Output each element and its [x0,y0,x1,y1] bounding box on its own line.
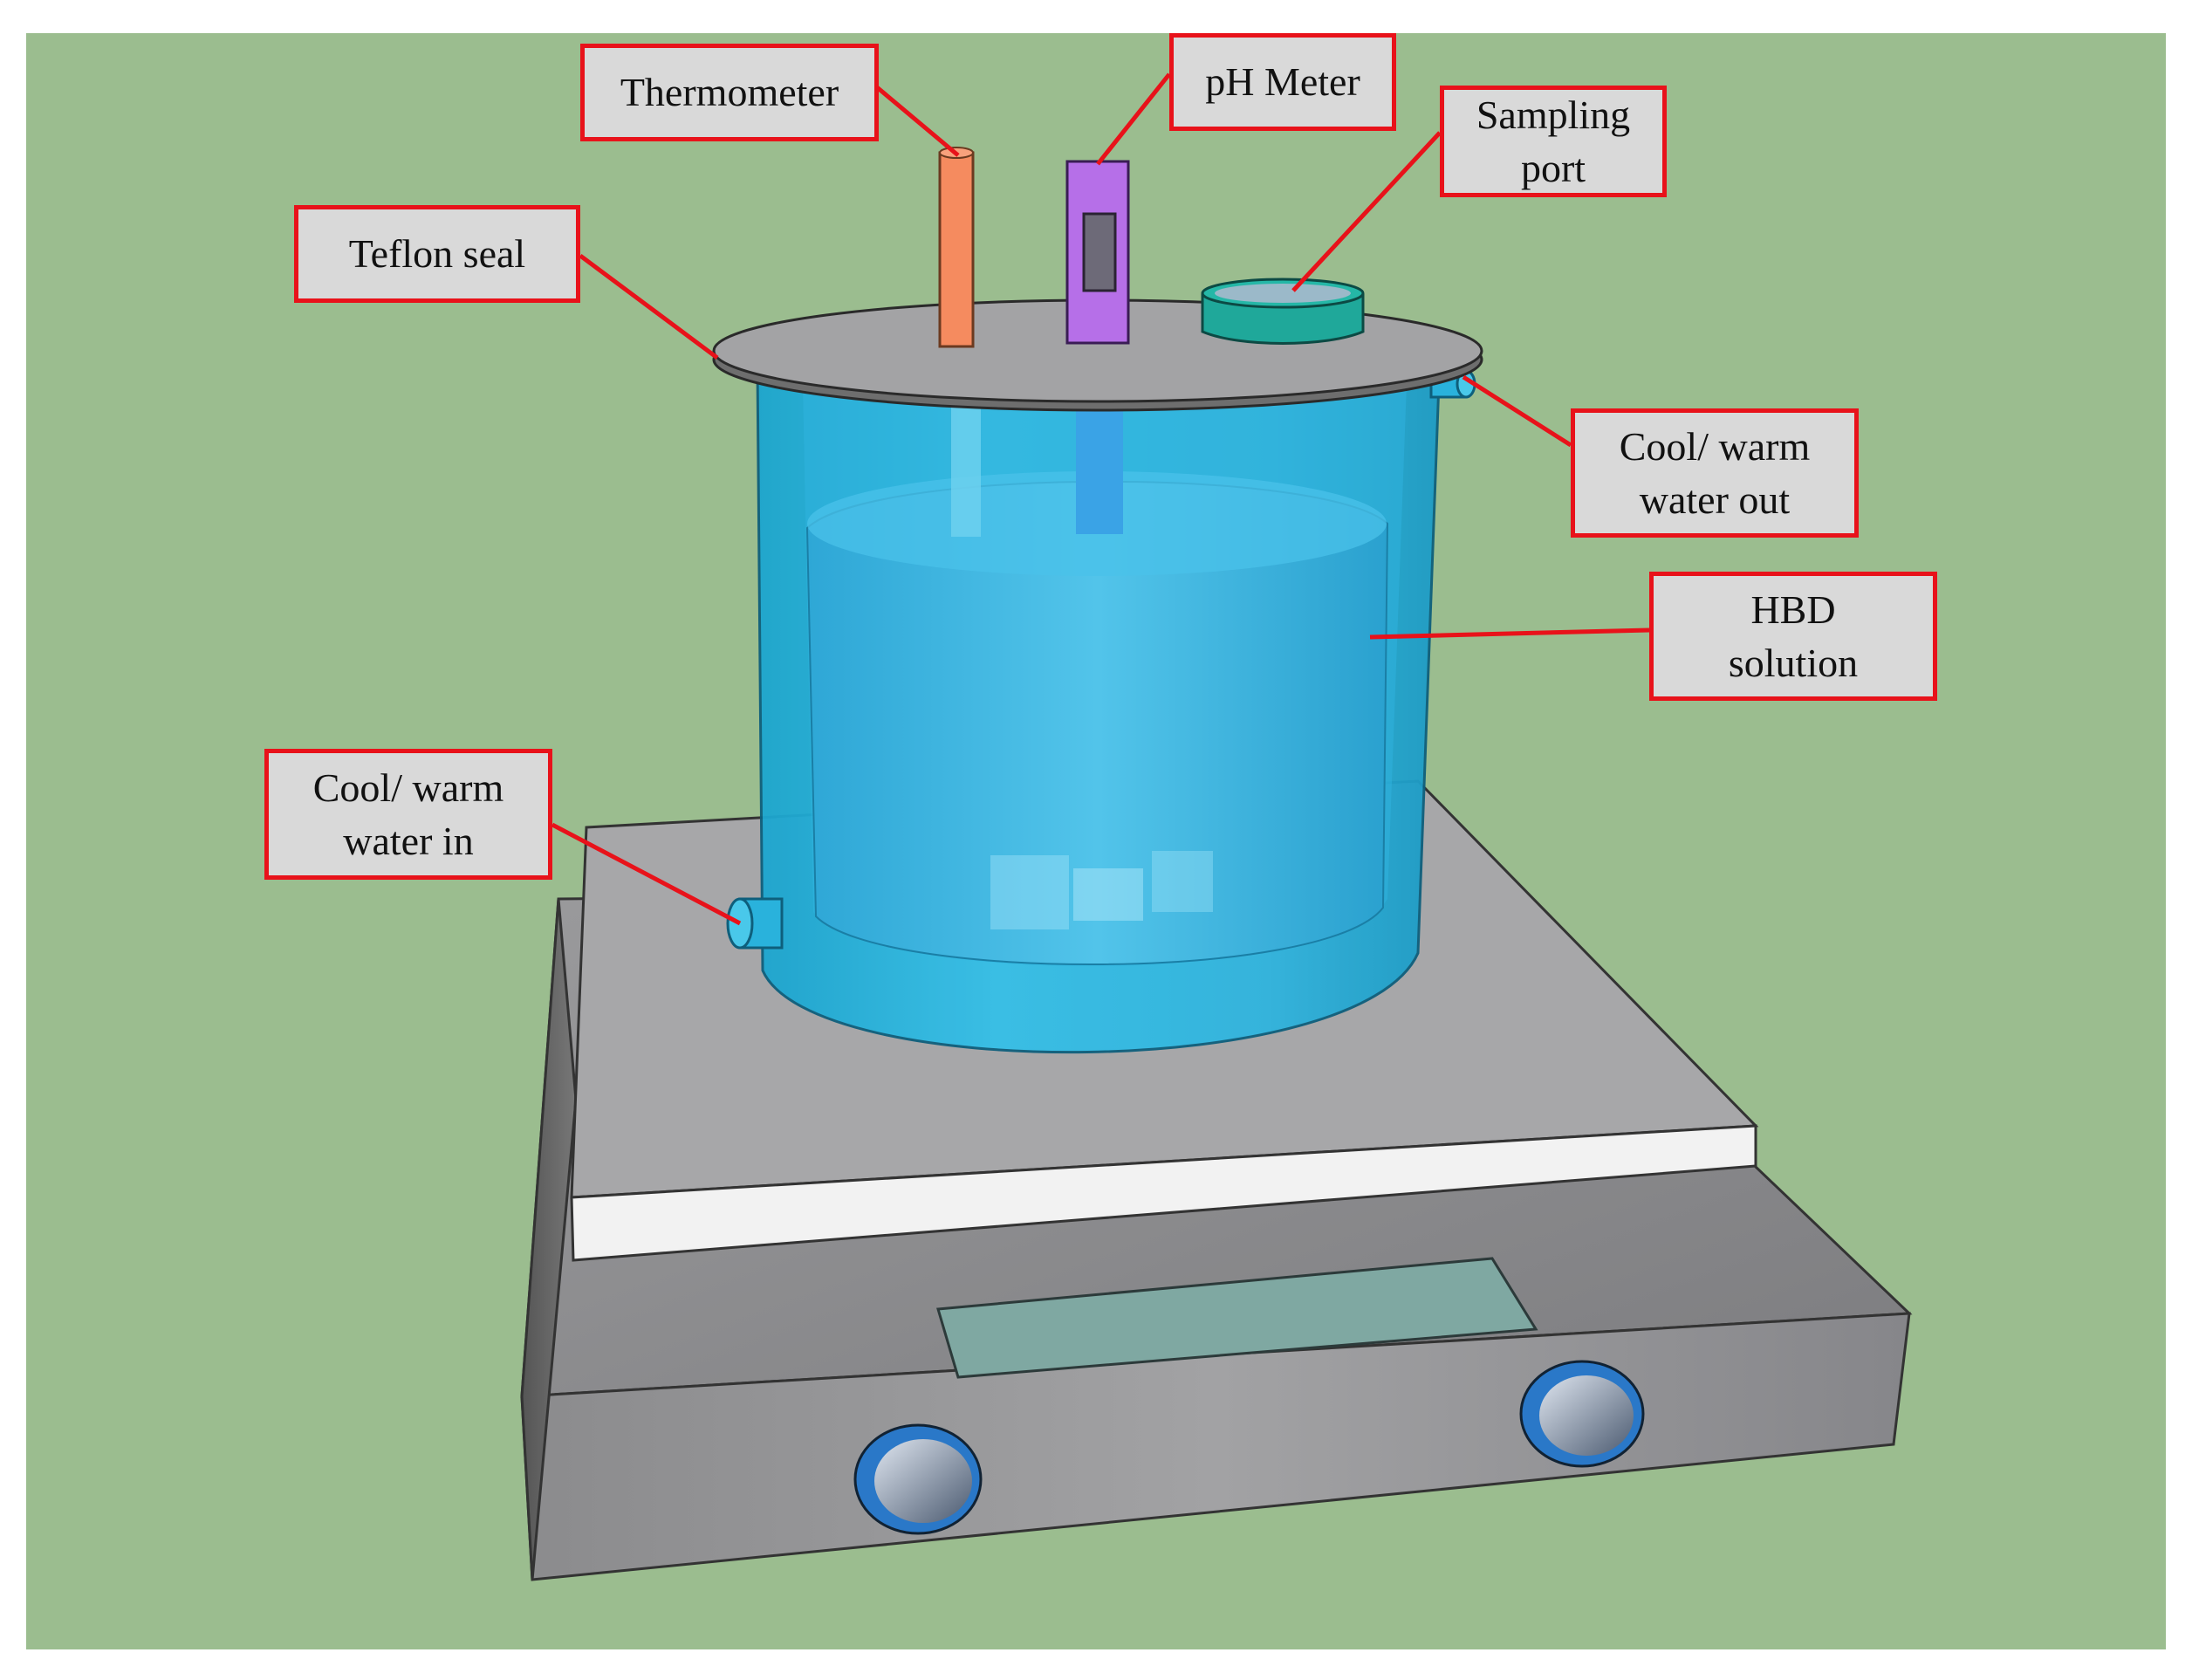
leader-ph-meter [1096,72,1171,166]
knob-icon [1519,1360,1645,1468]
hbd-solution-label: HBD solution [1649,572,1937,701]
thermometer-label: Thermometer [580,44,879,141]
water-out-label: Cool/ warm water out [1571,408,1859,538]
leader-sampling-port [1291,131,1442,292]
sampling-port-icon [1201,278,1365,345]
leader-water-out [1462,374,1572,448]
thermometer-icon [938,147,975,348]
sampling-port-label: Sampling port [1440,86,1667,197]
leader-teflon-seal [579,253,719,360]
teflon-seal-label: Teflon seal [294,205,580,303]
leader-thermometer [875,86,960,157]
knob-icon [853,1423,983,1535]
water-in-label: Cool/ warm water in [264,749,552,880]
ph-meter-label: pH Meter [1169,33,1396,131]
display-panel-icon [936,1257,1538,1379]
jacketed-vessel [726,356,1476,1054]
leader-hbd-solution [1369,627,1650,640]
leader-lines [551,72,1650,926]
leader-water-in [551,822,742,926]
ph-meter-icon [1065,160,1130,345]
water-inlet-icon [726,897,784,950]
